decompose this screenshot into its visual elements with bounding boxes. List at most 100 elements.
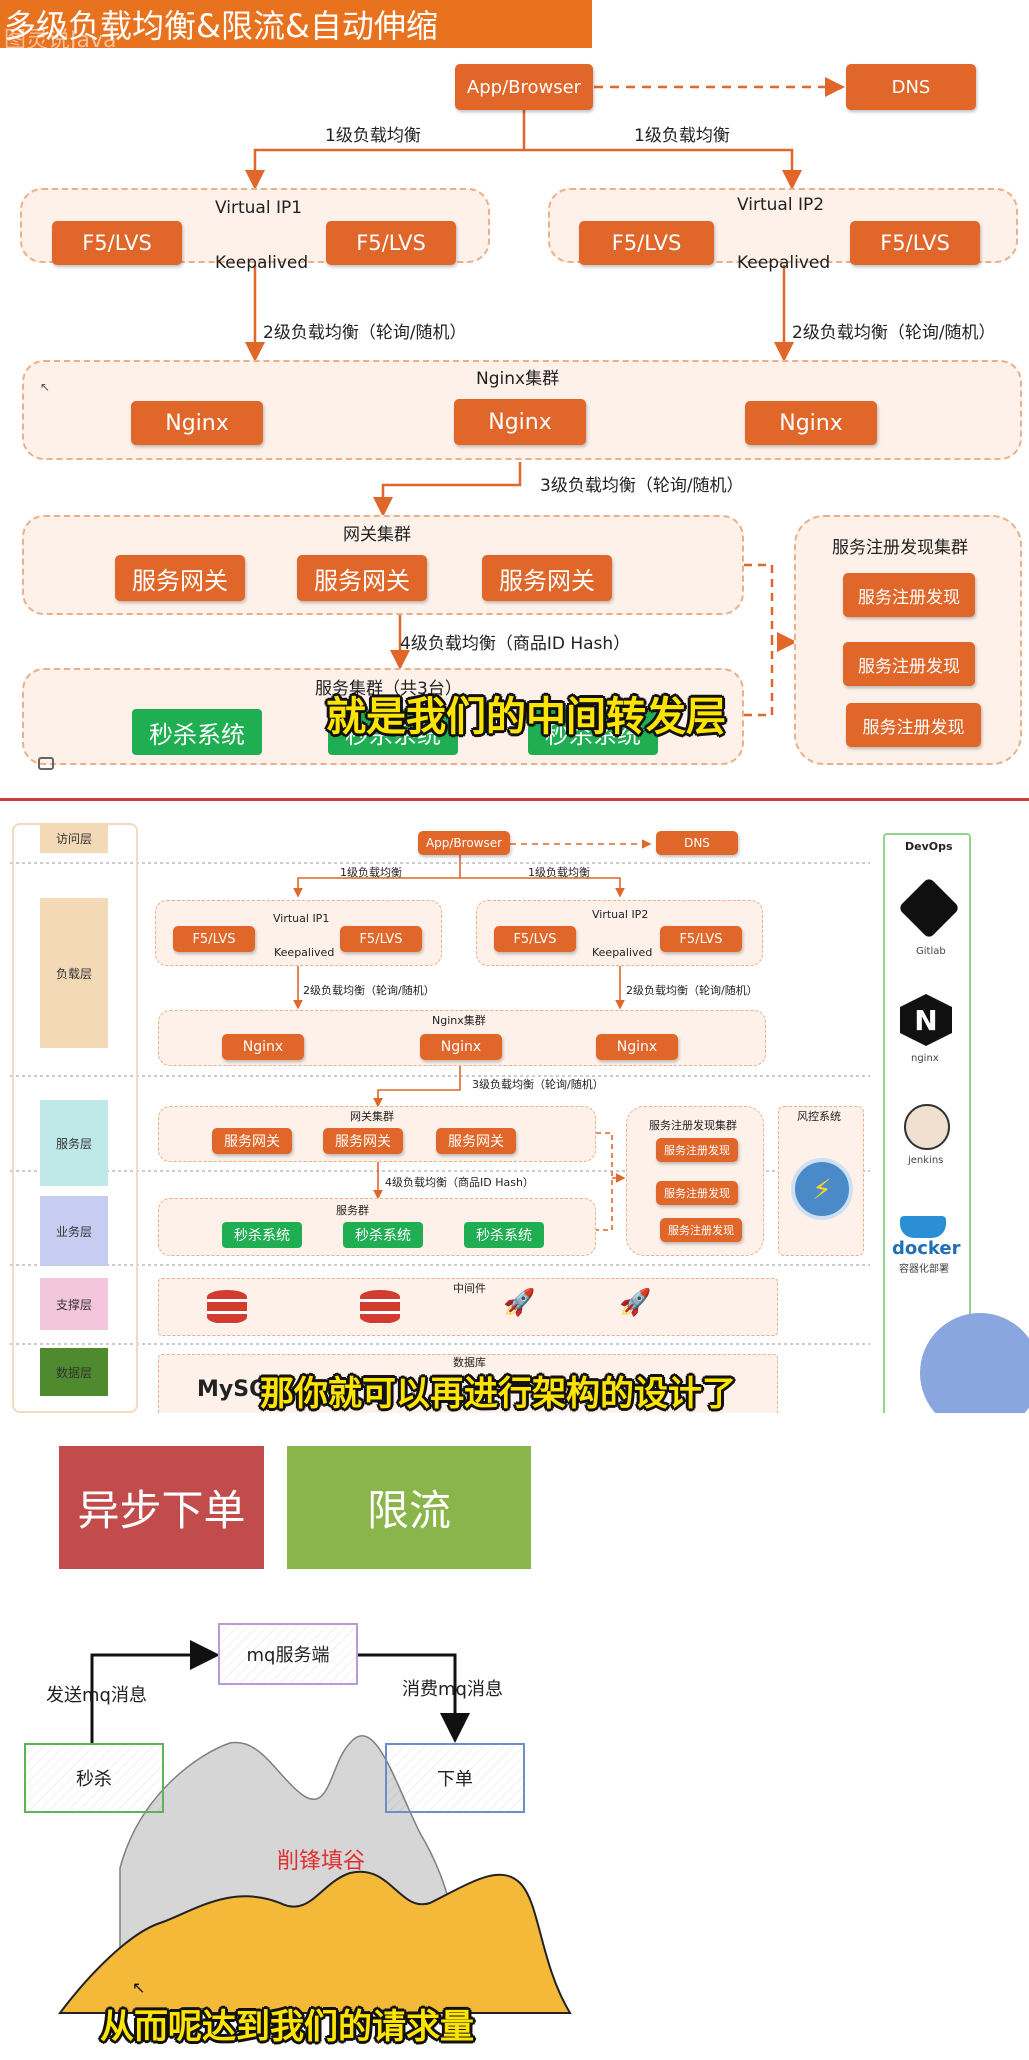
vip1-label: Virtual IP1 (215, 198, 303, 218)
app-browser-node-2[interactable]: App/Browser (418, 831, 510, 855)
vip1-label-2: Virtual IP1 (273, 912, 330, 925)
registry-node-2-3[interactable]: 服务注册发现 (660, 1218, 742, 1242)
rate-limit-tile[interactable]: 限流 (287, 1446, 531, 1569)
keepalived-label-2-1: Keepalived (274, 946, 335, 959)
peak-shaving-label: 削锋填谷 (277, 1849, 366, 1874)
risk-shield-icon: ⚡ (791, 1158, 853, 1220)
registry-node-3[interactable]: 服务注册发现 (846, 703, 981, 747)
gateway-node-3[interactable]: 服务网关 (482, 555, 612, 601)
vip2-label: Virtual IP2 (737, 195, 825, 215)
watermark: 图灵说Java (4, 28, 117, 53)
divider-red (0, 798, 1029, 801)
registry-node-2-2[interactable]: 服务注册发现 (656, 1181, 738, 1205)
f5-node-3[interactable]: F5/LVS (579, 221, 714, 265)
nginx-node-2-1[interactable]: Nginx (222, 1034, 304, 1060)
keepalived-label-2: Keepalived (737, 253, 831, 273)
gateway-node-2-2[interactable]: 服务网关 (323, 1128, 403, 1154)
redis-icon-2 (360, 1290, 400, 1324)
database-label: 数据库 (453, 1356, 486, 1369)
layer-service: 服务层 (40, 1100, 108, 1186)
extra-tool-icon (920, 1313, 1029, 1413)
gateway-node-1[interactable]: 服务网关 (115, 555, 245, 601)
f5-node-2-1[interactable]: F5/LVS (173, 926, 255, 952)
mq-server-node[interactable]: mq服务端 (218, 1623, 358, 1685)
lb4-label-2: 4级负载均衡（商品ID Hash） (385, 1176, 534, 1189)
gateway-group-label: 网关集群 (343, 525, 411, 545)
registry-node-2-1[interactable]: 服务注册发现 (656, 1138, 738, 1162)
f5-node-2-4[interactable]: F5/LVS (660, 926, 742, 952)
nginx-logo-label: nginx (911, 1053, 939, 1064)
service-group-label-2: 服务群 (336, 1204, 369, 1217)
risk-label: 风控系统 (797, 1110, 841, 1123)
registry-group-label-2: 服务注册发现集群 (649, 1119, 737, 1132)
diagram-panel-2: 访问层 负载层 服务层 业务层 支撑层 数据层 App/Browser DNS … (0, 808, 1029, 1413)
subtitle-3: 从而呢达到我们的请求量 (100, 2007, 474, 2047)
cursor-icon: ↖ (40, 380, 51, 394)
gateway-node-2-3[interactable]: 服务网关 (436, 1128, 516, 1154)
database-group (158, 1354, 778, 1413)
lb4-label: 4级负载均衡（商品ID Hash） (400, 634, 631, 654)
order-node[interactable]: 下单 (385, 1743, 525, 1813)
f5-node-1[interactable]: F5/LVS (52, 221, 182, 265)
rocketmq-icon-2: 🚀 (619, 1288, 652, 1318)
f5-node-2-3[interactable]: F5/LVS (494, 926, 576, 952)
layer-business: 业务层 (40, 1196, 108, 1266)
nginx-node-2-3[interactable]: Nginx (596, 1034, 678, 1060)
layer-support: 支撑层 (40, 1278, 108, 1330)
nginx-node-3[interactable]: Nginx (745, 401, 877, 445)
subtitle-1: 就是我们的中间转发层 (326, 694, 726, 740)
middleware-label: 中间件 (453, 1282, 486, 1295)
lb1-label-right: 1级负载均衡 (634, 126, 730, 146)
docker-logo: docker (892, 1238, 961, 1259)
seckill-node-2-1[interactable]: 秒杀系统 (222, 1222, 302, 1248)
video-icon (38, 757, 54, 770)
diagram-panel-1: 多级负载均衡&限流&自动伸缩 图灵说Java App/Browser DNS 1… (0, 0, 1029, 795)
nginx-node-2[interactable]: Nginx (454, 399, 586, 445)
seckill-node-1[interactable]: 秒杀系统 (132, 709, 262, 755)
lb2-label-2b: 2级负载均衡（轮询/随机） (626, 984, 758, 997)
nginx-node-1[interactable]: Nginx (131, 401, 263, 445)
docker-label: 容器化部署 (899, 1264, 949, 1275)
seckill-node-2-3[interactable]: 秒杀系统 (464, 1222, 544, 1248)
jenkins-icon (904, 1104, 950, 1150)
lb2-label-2a: 2级负载均衡（轮询/随机） (303, 984, 435, 997)
flow-connectors (57, 1640, 572, 2014)
lb3-label-2: 3级负载均衡（轮询/随机） (472, 1078, 604, 1091)
keepalived-label-2-2: Keepalived (592, 946, 653, 959)
gateway-node-2-1[interactable]: 服务网关 (212, 1128, 292, 1154)
nginx-group-label: Nginx集群 (476, 369, 560, 389)
docker-whale-icon (900, 1216, 946, 1238)
f5-node-2[interactable]: F5/LVS (326, 221, 456, 265)
app-browser-node[interactable]: App/Browser (455, 64, 593, 110)
connectors-1 (178, 77, 845, 717)
consume-mq-label: 消费mq消息 (402, 1679, 503, 1700)
lb2-label-left: 2级负载均衡（轮询/随机） (263, 323, 467, 343)
registry-node-2[interactable]: 服务注册发现 (843, 642, 975, 686)
devops-panel (883, 833, 971, 1413)
vip2-label-2: Virtual IP2 (592, 908, 649, 921)
lb1-label-left: 1级负载均衡 (325, 126, 421, 146)
seckill-node-2-2[interactable]: 秒杀系统 (343, 1222, 423, 1248)
dns-node[interactable]: DNS (846, 64, 976, 110)
registry-node-1[interactable]: 服务注册发现 (843, 573, 975, 617)
rocketmq-icon-1: 🚀 (503, 1288, 536, 1318)
mysql-logo: MySQL (197, 1377, 282, 1402)
seckill-node-3[interactable]: 秒杀系统 (528, 709, 658, 755)
seckill-node-2[interactable]: 秒杀系统 (328, 709, 458, 755)
layer-access: 访问层 (40, 823, 108, 853)
lb2-label-right: 2级负载均衡（轮询/随机） (792, 323, 996, 343)
jenkins-label: jenkins (908, 1155, 944, 1166)
lb3-label: 3级负载均衡（轮询/随机） (540, 476, 744, 496)
layer-data: 数据层 (40, 1348, 108, 1396)
registry-group-label: 服务注册发现集群 (832, 538, 968, 558)
gateway-node-2[interactable]: 服务网关 (297, 555, 427, 601)
nginx-node-2-2[interactable]: Nginx (420, 1034, 502, 1060)
async-order-tile[interactable]: 异步下单 (59, 1446, 264, 1569)
send-mq-label: 发送mq消息 (46, 1685, 147, 1706)
f5-node-4[interactable]: F5/LVS (850, 221, 980, 265)
gateway-group-label-2: 网关集群 (350, 1110, 394, 1123)
dns-node-2[interactable]: DNS (656, 831, 738, 855)
subtitle-2: 那你就可以再进行架构的设计了 (260, 1374, 736, 1413)
seckill-node-3[interactable]: 秒杀 (24, 1743, 164, 1813)
f5-node-2-2[interactable]: F5/LVS (340, 926, 422, 952)
